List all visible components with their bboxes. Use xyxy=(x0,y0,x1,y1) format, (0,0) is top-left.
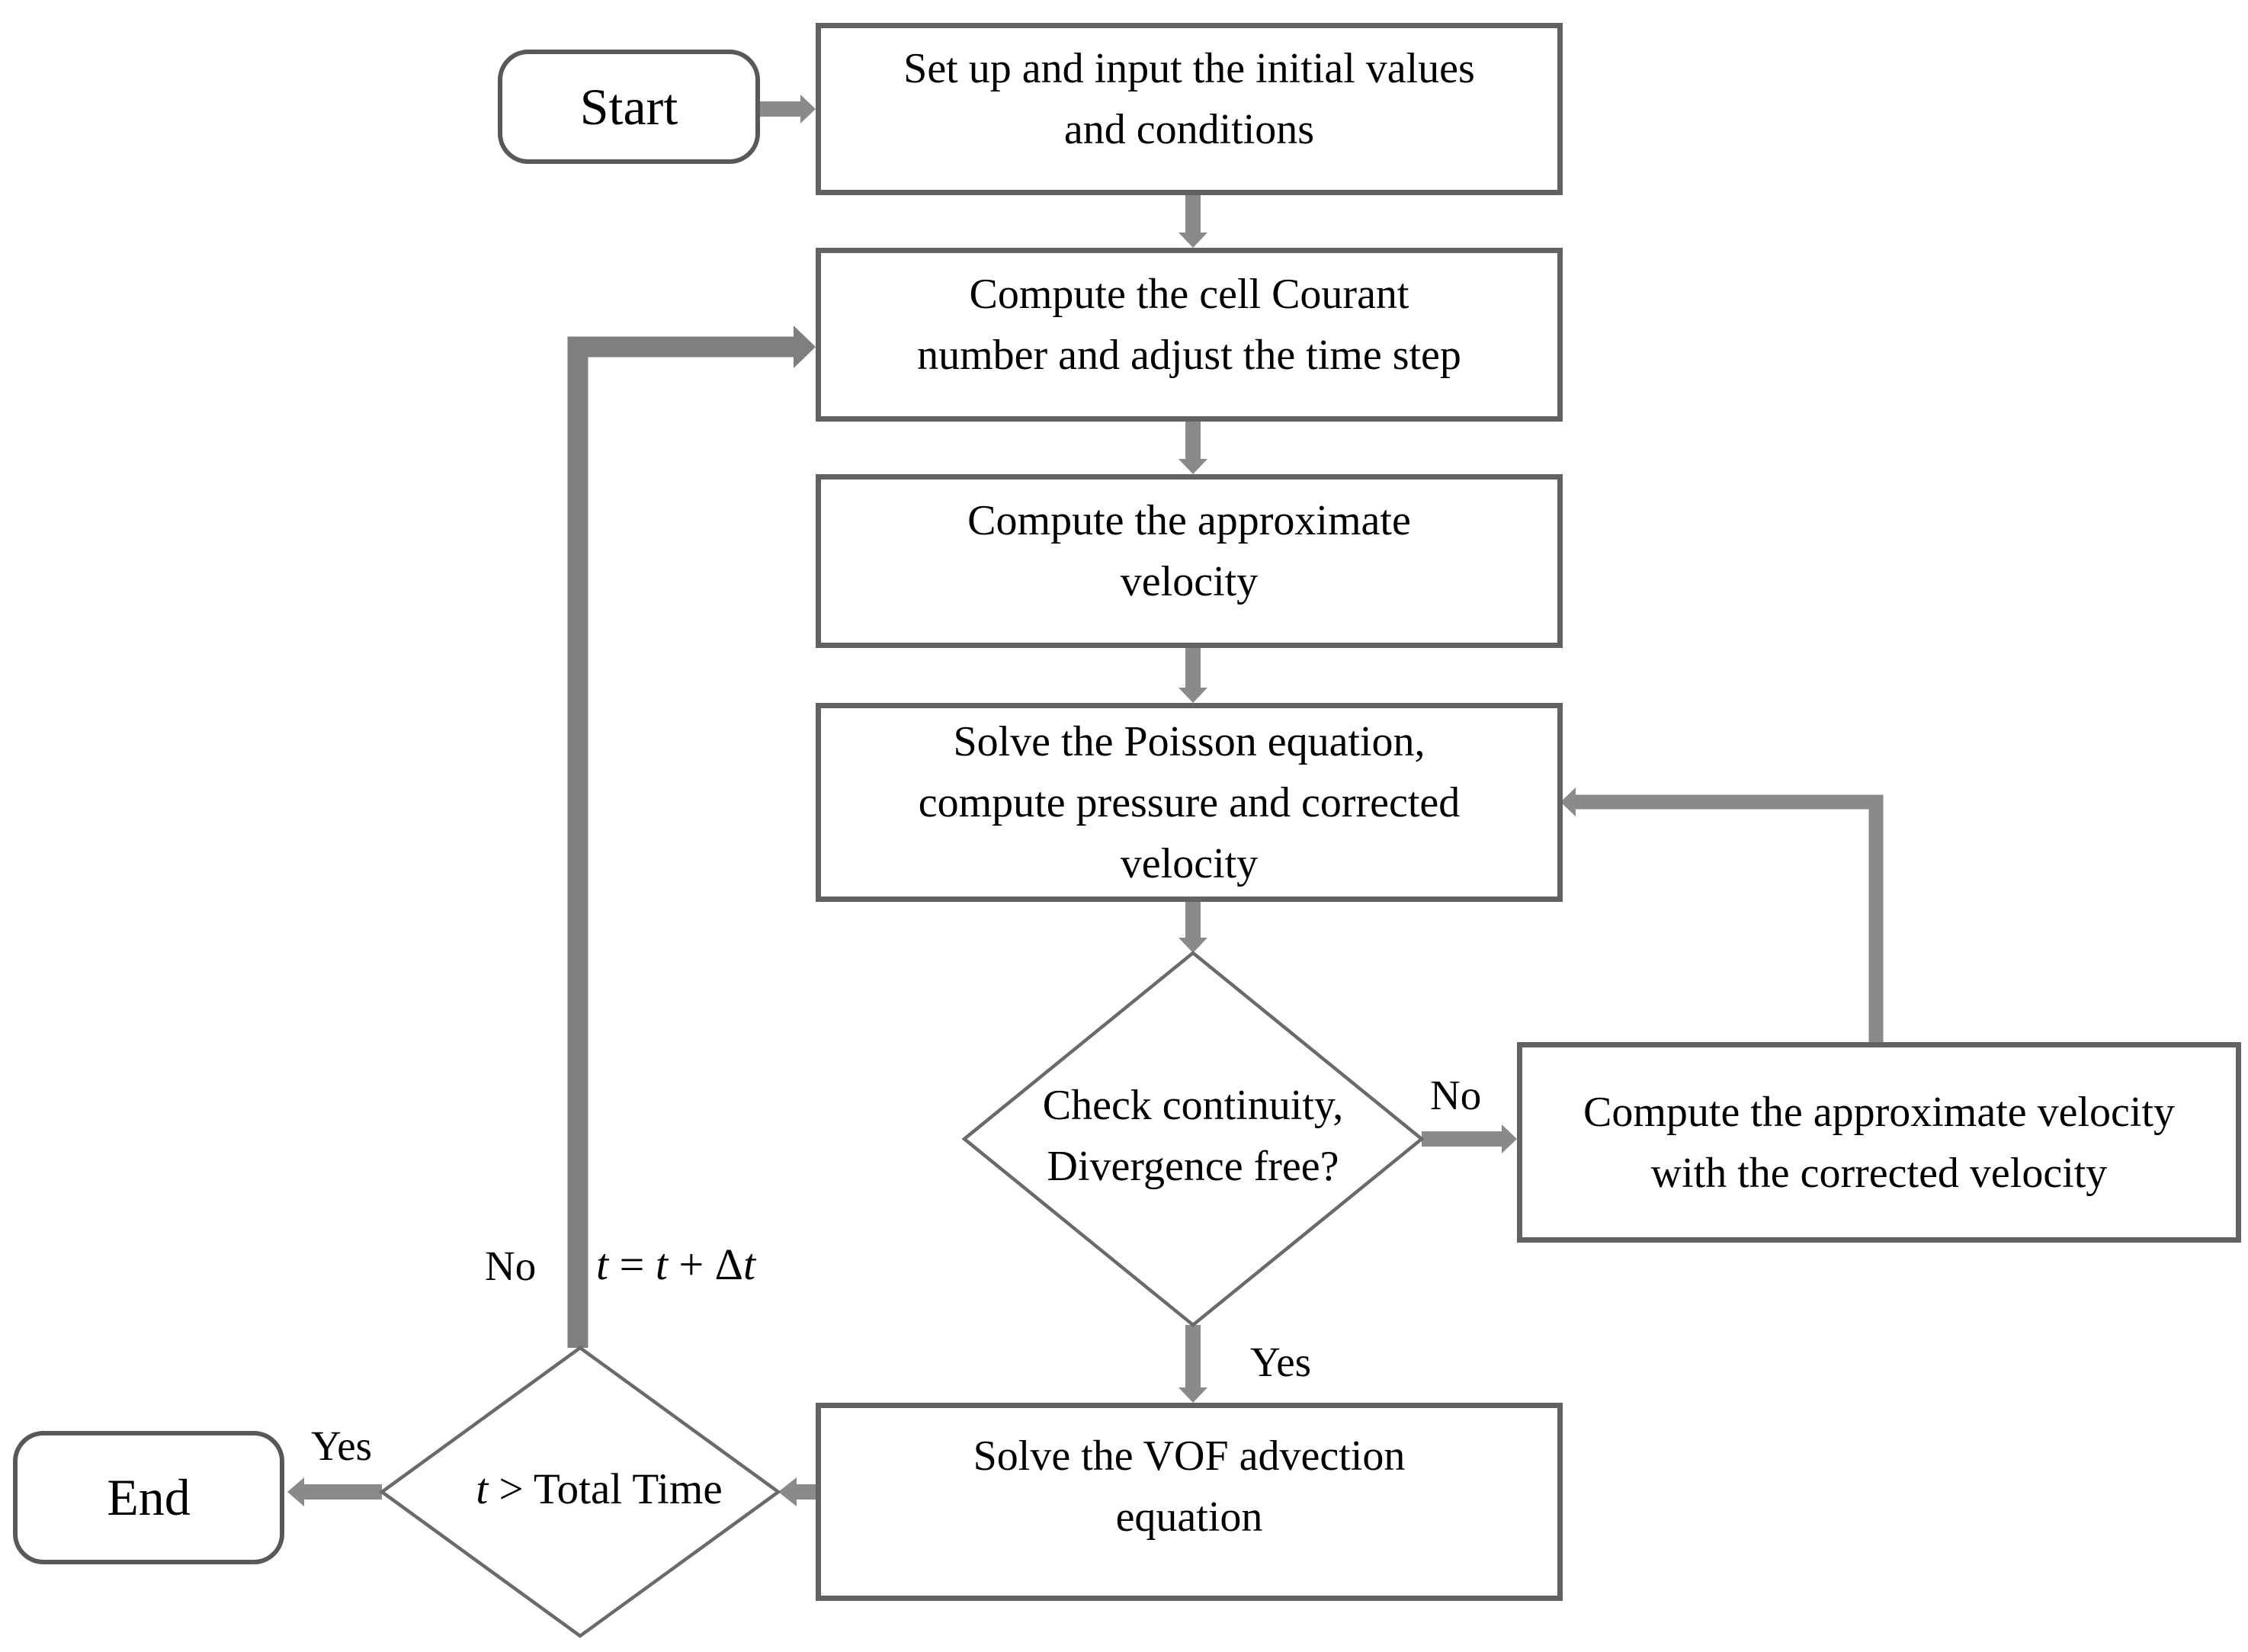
arrow-continuity-no xyxy=(1422,1124,1517,1153)
edge-label-yes-time: Yes xyxy=(311,1423,373,1469)
node-end-label: End xyxy=(107,1468,191,1526)
node-start: Start xyxy=(498,50,760,164)
edge-label-no-time: No xyxy=(485,1243,537,1289)
node-start-label: Start xyxy=(579,77,678,136)
node-poisson-line: compute pressure and corrected xyxy=(918,778,1461,826)
arrow-time-no-loop xyxy=(567,326,816,1348)
arrow-poisson-to-continuity xyxy=(1179,902,1207,953)
edge-label-no-continuity: No xyxy=(1430,1072,1482,1118)
decision-continuity-label: Check continuity, Divergence free? xyxy=(1042,1082,1344,1190)
arrow-courant-to-approx xyxy=(1179,422,1207,474)
node-vof: Solve the VOF advection equation xyxy=(816,1403,1563,1601)
arrow-start-to-setup xyxy=(760,95,816,123)
node-vof-line: Solve the VOF advection xyxy=(973,1432,1406,1480)
node-courant-line: Compute the cell Courant xyxy=(969,271,1409,318)
node-recompute: Compute the approximate velocity with th… xyxy=(1517,1042,2241,1243)
decision-time-shape xyxy=(379,1346,781,1638)
node-setup-line: and conditions xyxy=(1063,106,1315,153)
node-end: End xyxy=(13,1431,284,1564)
arrow-recompute-to-poisson xyxy=(1560,788,1884,1042)
decision-continuity-shape xyxy=(961,951,1425,1327)
node-approx-velocity: Compute the approximate velocity xyxy=(816,474,1563,648)
node-courant: Compute the cell Courant number and adju… xyxy=(816,248,1563,422)
decision-time-label: t > Total Time xyxy=(476,1465,723,1513)
node-poisson-line: Solve the Poisson equation, xyxy=(953,717,1425,765)
arrow-continuity-yes xyxy=(1179,1325,1207,1403)
node-poisson-line: velocity xyxy=(1120,839,1259,887)
arrow-setup-to-courant xyxy=(1179,195,1207,248)
node-setup: Set up and input the initial values and … xyxy=(816,23,1563,195)
arrow-time-yes xyxy=(287,1477,382,1506)
node-recompute-line: with the corrected velocity xyxy=(1650,1149,2108,1197)
edge-label-time-increment: t = t + Δt xyxy=(596,1240,756,1289)
arrow-vof-to-time xyxy=(778,1477,816,1506)
node-setup-line: Set up and input the initial values xyxy=(903,45,1475,92)
edge-label-yes-continuity: Yes xyxy=(1250,1339,1312,1385)
node-approx-velocity-line: Compute the approximate xyxy=(967,497,1411,544)
node-courant-line: number and adjust the time step xyxy=(917,332,1461,379)
arrow-approx-to-poisson xyxy=(1179,648,1207,703)
node-recompute-line: Compute the approximate velocity xyxy=(1583,1088,2175,1136)
node-vof-line: equation xyxy=(1115,1493,1263,1541)
node-poisson: Solve the Poisson equation, compute pres… xyxy=(816,703,1563,902)
node-approx-velocity-line: velocity xyxy=(1120,558,1259,605)
